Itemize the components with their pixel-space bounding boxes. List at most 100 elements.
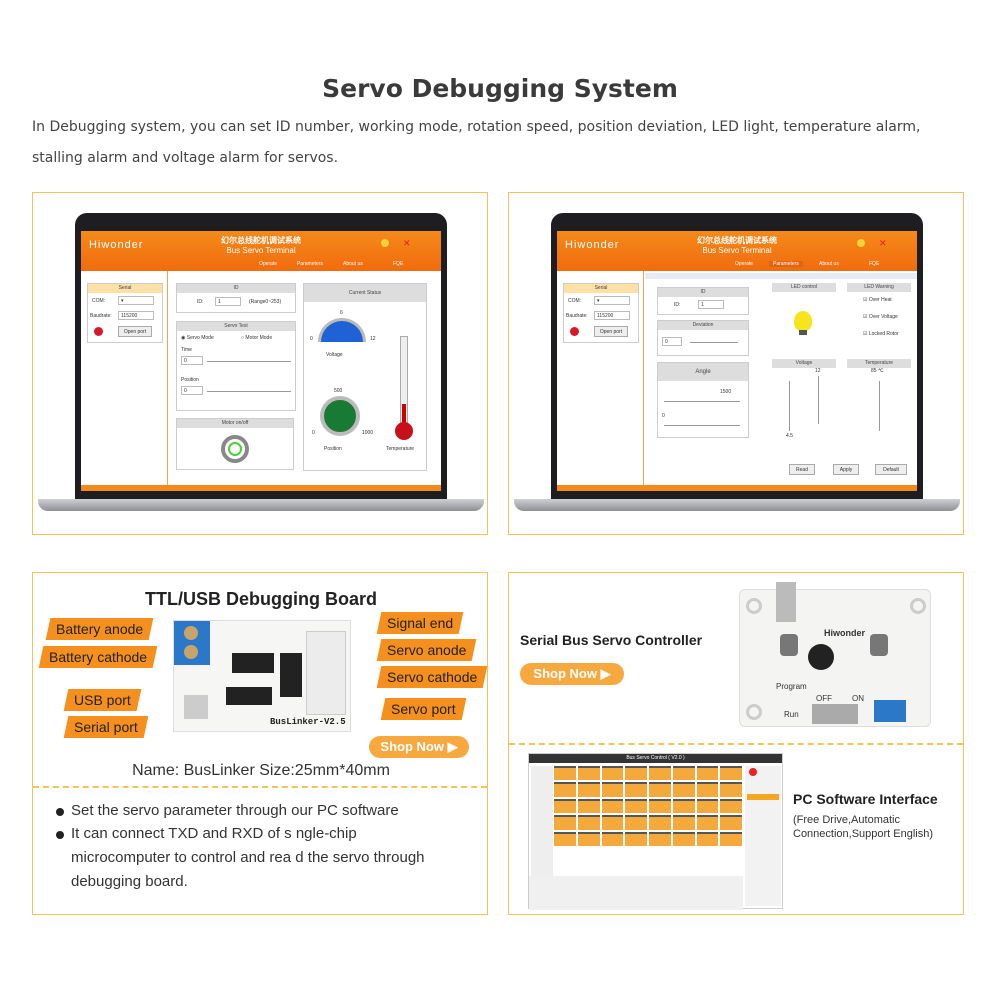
minimize-icon[interactable] xyxy=(857,239,865,247)
lightbulb-icon[interactable] xyxy=(794,311,812,331)
bullet-icon xyxy=(56,808,64,816)
servo-cell[interactable] xyxy=(672,815,695,830)
minimize-icon[interactable] xyxy=(381,239,389,247)
servo-cell[interactable] xyxy=(577,798,600,814)
com-select[interactable]: ▾ xyxy=(594,296,630,305)
deviation-input[interactable]: 0 xyxy=(662,337,682,346)
board-label: BusLinker-V2.5 xyxy=(270,717,346,727)
servo-cell[interactable] xyxy=(720,831,742,846)
open-port-button[interactable]: Open port xyxy=(118,326,152,337)
servo-cell[interactable] xyxy=(720,815,742,830)
open-port-button[interactable]: Open port xyxy=(594,326,628,337)
id-input[interactable]: 1 xyxy=(698,300,724,309)
servo-cell[interactable] xyxy=(696,831,719,846)
laptop-base xyxy=(38,499,484,511)
com-select[interactable]: ▾ xyxy=(118,296,154,305)
menu-about[interactable]: About us xyxy=(819,261,839,267)
menu-operate[interactable]: Operate xyxy=(259,261,278,267)
servo-cell[interactable] xyxy=(720,782,742,797)
over-voltage-checkbox[interactable]: ☑ Over Voltage xyxy=(863,314,898,320)
time-input[interactable]: 0 xyxy=(181,356,203,365)
servo-cell[interactable] xyxy=(696,766,719,781)
power-button[interactable] xyxy=(221,435,249,463)
servo-cell[interactable] xyxy=(649,815,671,830)
servo-cell[interactable] xyxy=(625,815,647,830)
servo-mode-radio[interactable]: ◉ Servo Mode xyxy=(181,335,214,341)
servo-cell[interactable] xyxy=(554,815,576,830)
menu-parameters[interactable]: Parameters xyxy=(297,261,323,267)
servo-cell[interactable] xyxy=(625,766,647,781)
position-tick: 1000 xyxy=(362,430,374,436)
motor-mode-radio[interactable]: ○ Motor Mode xyxy=(241,335,273,341)
id-input[interactable]: 1 xyxy=(215,297,241,306)
servo-cell[interactable] xyxy=(649,782,671,797)
servo-cell[interactable] xyxy=(601,798,624,814)
motor-mode-label: Motor Mode xyxy=(245,335,273,341)
shop-now-button[interactable]: Shop Now ▶ xyxy=(520,663,624,685)
servo-cell[interactable] xyxy=(554,798,576,814)
baud-select[interactable]: 115200 xyxy=(594,311,630,320)
position-input[interactable]: 0 xyxy=(181,386,203,395)
servo-cell[interactable] xyxy=(696,815,719,830)
servo-cell[interactable] xyxy=(577,831,600,846)
voltage-slider-low[interactable] xyxy=(789,381,790,431)
servo-cell[interactable] xyxy=(672,831,695,846)
over-heat-checkbox[interactable]: ☑ Over Heat xyxy=(863,297,892,303)
baud-select[interactable]: 115200 xyxy=(118,311,154,320)
menu-operate[interactable]: Operate xyxy=(735,261,754,267)
voltage-slider-high[interactable] xyxy=(818,376,819,424)
servo-cell[interactable] xyxy=(672,782,695,797)
servo-cell[interactable] xyxy=(625,831,647,846)
locked-rotor-checkbox[interactable]: ☑ Locked Rotor xyxy=(863,331,899,337)
software-window-title: Bus Servo Control ( V2.0 ) xyxy=(529,754,782,763)
menu-about[interactable]: About us xyxy=(343,261,363,267)
servo-cell[interactable] xyxy=(601,782,624,797)
servo-cell[interactable] xyxy=(577,782,600,797)
position-slider[interactable] xyxy=(207,391,291,392)
temperature-slider[interactable] xyxy=(879,381,880,431)
servo-cell[interactable] xyxy=(720,766,742,781)
app-title-en: Bus Servo Terminal xyxy=(226,246,296,255)
servo-cell[interactable] xyxy=(577,766,600,781)
apply-button[interactable]: Apply xyxy=(833,464,859,475)
id-title: ID xyxy=(658,288,748,297)
time-slider[interactable] xyxy=(207,361,291,362)
servo-cell[interactable] xyxy=(601,831,624,846)
angle-slider-min[interactable] xyxy=(664,425,740,426)
servo-cell[interactable] xyxy=(554,766,576,781)
menu-parameters[interactable]: Parameters xyxy=(769,261,803,267)
servo-cell[interactable] xyxy=(554,782,576,797)
servo-cell[interactable] xyxy=(601,815,624,830)
menu-fqe[interactable]: FQE xyxy=(869,261,880,267)
close-icon[interactable]: ✕ xyxy=(879,238,887,248)
servo-cell[interactable] xyxy=(601,766,624,781)
shop-now-button[interactable]: Shop Now ▶ xyxy=(369,736,469,758)
board-run-label: Run xyxy=(784,710,799,719)
panel-debug-board: TTL/USB Debugging Board BusLinker-V2.5 B… xyxy=(32,572,488,915)
close-icon[interactable]: ✕ xyxy=(403,238,411,248)
servo-cell[interactable] xyxy=(696,782,719,797)
default-button[interactable]: Default xyxy=(875,464,907,475)
servo-cell[interactable] xyxy=(625,782,647,797)
servo-cell[interactable] xyxy=(649,766,671,781)
servo-cell[interactable] xyxy=(649,798,671,814)
label-battery-anode: Battery anode xyxy=(45,618,154,640)
motor-onoff-title: Motor on/off xyxy=(177,419,293,428)
servo-cell[interactable] xyxy=(649,831,671,846)
id-label: ID: xyxy=(674,302,681,308)
controller-board-image: Hiwonder Program Run OFF ON xyxy=(739,582,931,727)
read-button[interactable]: Read xyxy=(789,464,815,475)
servo-cell[interactable] xyxy=(720,798,742,814)
servo-cell[interactable] xyxy=(696,798,719,814)
description: In Debugging system, you can set ID numb… xyxy=(32,119,921,135)
servo-cell[interactable] xyxy=(554,831,576,846)
menu-fqe[interactable]: FQE xyxy=(393,261,404,267)
servo-cell[interactable] xyxy=(625,798,647,814)
deviation-slider[interactable] xyxy=(690,342,738,343)
id-group: ID ID: 1 (Range0~253) xyxy=(176,283,296,313)
servo-cell[interactable] xyxy=(672,766,695,781)
angle-slider-max[interactable] xyxy=(664,401,740,402)
servo-cell[interactable] xyxy=(672,798,695,814)
servo-cell[interactable] xyxy=(577,815,600,830)
